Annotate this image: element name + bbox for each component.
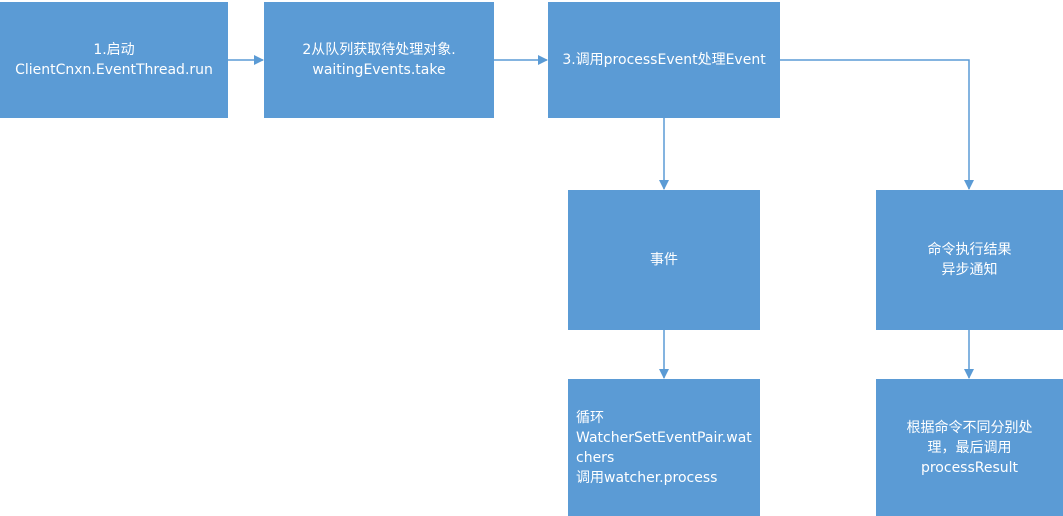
step-start-box: 1.启动 ClientCnxn.EventThread.run — [0, 2, 228, 118]
step-take-label: 2从队列获取待处理对象. waitingEvents.take — [302, 42, 456, 78]
process-result-box: 根据命令不同分别处 理，最后调用 processResult — [876, 379, 1063, 516]
step-start-label: 1.启动 ClientCnxn.EventThread.run — [15, 42, 213, 78]
step-process-label: 3.调用processEvent处理Event — [562, 52, 766, 68]
step-process-box: 3.调用processEvent处理Event — [548, 2, 780, 118]
loop-watchers-box: 循环 WatcherSetEventPair.wat chers 调用watch… — [568, 379, 760, 516]
event-label: 事件 — [650, 252, 678, 268]
loop-watchers-label: 循环 WatcherSetEventPair.wat chers 调用watch… — [576, 409, 752, 486]
step-take-box: 2从队列获取待处理对象. waitingEvents.take — [264, 2, 494, 118]
event-box: 事件 — [568, 190, 760, 330]
result-notify-label: 命令执行结果 异步通知 — [927, 242, 1012, 278]
arrow-process-to-result-notify — [780, 59, 974, 190]
result-notify-box: 命令执行结果 异步通知 — [876, 190, 1063, 330]
process-result-label: 根据命令不同分别处 理，最后调用 processResult — [906, 419, 1033, 476]
